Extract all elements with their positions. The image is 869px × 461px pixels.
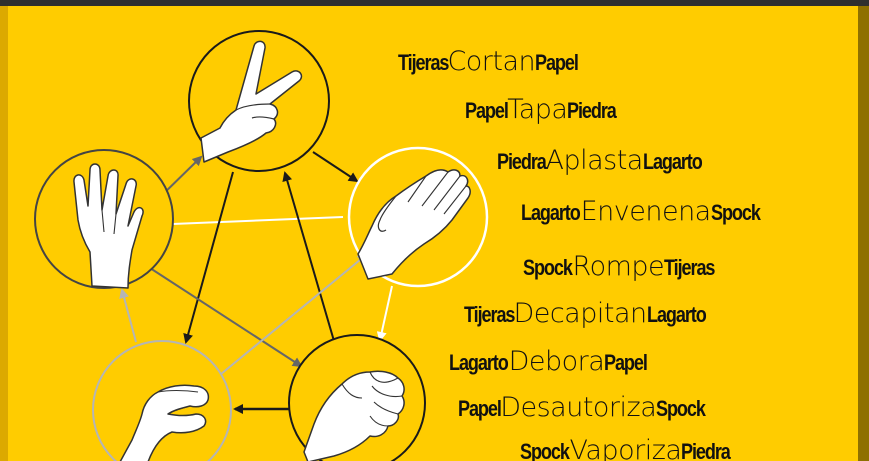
rule-verb: Debora: [508, 346, 605, 377]
lagarto-hand: [92, 340, 232, 461]
spock-hand-icon: [73, 163, 144, 289]
spock-hand: [34, 149, 174, 289]
rule-verb: Aplasta: [545, 145, 643, 176]
hand-cycle-diagram: [34, 30, 489, 461]
rule-verb: Desautoriza: [500, 392, 657, 423]
rule-subject: Tijeras: [464, 302, 515, 327]
rule-verb: Tapa: [507, 94, 568, 125]
rule-subject: Piedra: [497, 149, 547, 174]
rule-subject: Spock: [520, 439, 570, 461]
rule-object: Tijeras: [664, 255, 715, 280]
piedra-hand: [288, 334, 426, 461]
left-edge: [0, 6, 8, 461]
rule-subject: Papel: [465, 98, 509, 123]
rule-subject: Papel: [458, 396, 502, 421]
rule-object: Papel: [535, 50, 579, 75]
rule-7: LagartoDeboraPapel: [449, 348, 657, 375]
arrow-spock-piedra: [149, 267, 303, 368]
rule-2: PapelTapaPiedra: [465, 96, 627, 123]
infographic-panel: TijerasCortanPapel PapelTapaPiedra Piedr…: [8, 6, 858, 461]
rule-1: TijerasCortanPapel: [398, 48, 587, 75]
arrow-lagarto-spock: [119, 288, 137, 343]
window-top-bar: [0, 0, 869, 6]
rule-subject: Tijeras: [398, 50, 449, 75]
lizard-hand-icon: [119, 384, 210, 461]
rule-object: Papel: [604, 350, 648, 375]
rule-object: Lagarto: [646, 302, 707, 327]
rock-fist-icon: [303, 370, 405, 461]
right-edge-shadow: [858, 6, 869, 461]
tijeras-hand: [188, 30, 330, 172]
arrow-piedra-tijeras: [282, 171, 335, 342]
paper-hand-icon: [357, 169, 471, 280]
arrow-tijeras-papel: [312, 151, 359, 183]
rule-8: PapelDesautorizaSpock: [458, 394, 716, 421]
rule-object: Spock: [710, 200, 761, 225]
rule-verb: Rompe: [572, 251, 665, 282]
rule-subject: Lagarto: [449, 350, 509, 375]
rule-5: SpockRompeTijeras: [523, 253, 726, 280]
rule-9: SpockVaporizaPiedra: [520, 437, 741, 461]
rule-subject: Lagarto: [521, 200, 581, 225]
scissors-hand-icon: [200, 40, 303, 163]
rule-verb: Cortan: [447, 46, 536, 77]
rule-3: PiedraAplastaLagarto: [497, 147, 714, 174]
rule-verb: Decapitan: [513, 298, 647, 329]
arrow-papel-spock: [146, 216, 344, 230]
arrow-tijeras-lagarto: [183, 171, 234, 344]
rule-object: Lagarto: [642, 149, 703, 174]
rule-6: TijerasDecapitanLagarto: [464, 300, 718, 327]
papel-hand: [347, 146, 489, 288]
rule-object: Piedra: [681, 439, 731, 461]
arrow-papel-piedra: [376, 285, 393, 342]
rule-verb: Vaporiza: [569, 435, 682, 461]
arrow-lagarto-papel: [220, 253, 368, 375]
rule-object: Piedra: [567, 98, 617, 123]
rule-object: Spock: [656, 396, 706, 421]
rule-4: LagartoEnvenenaSpock: [521, 198, 770, 225]
rule-verb: Envenena: [580, 196, 712, 227]
rule-subject: Spock: [523, 255, 573, 280]
arrows: [119, 151, 393, 414]
rules-list: TijerasCortanPapel PapelTapaPiedra Piedr…: [8, 6, 858, 461]
